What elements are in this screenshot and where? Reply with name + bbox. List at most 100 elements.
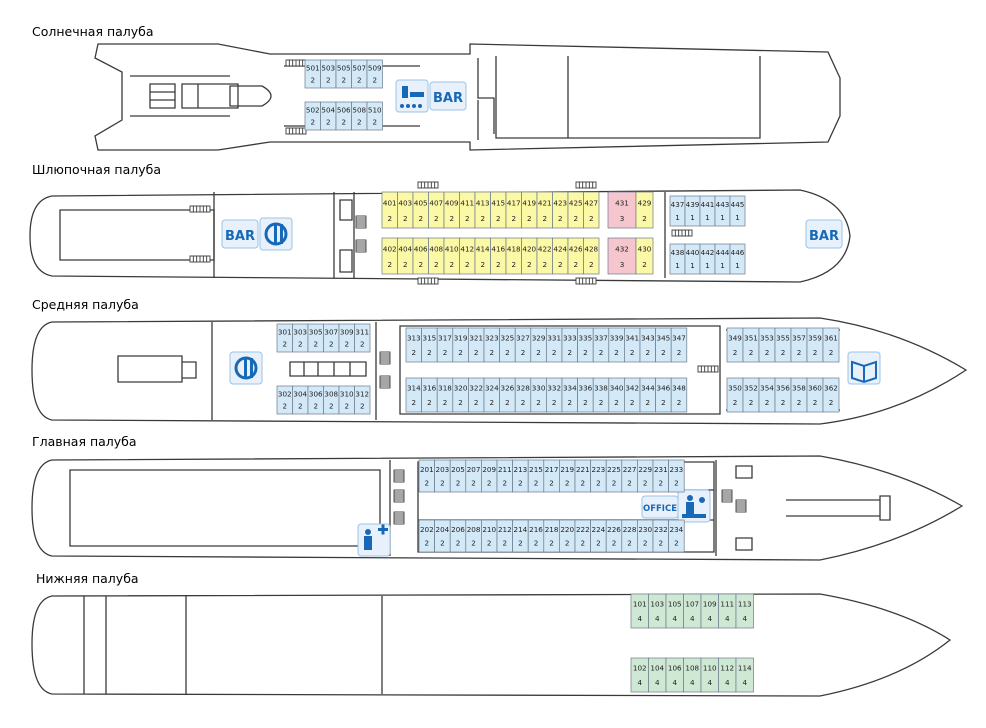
cabin-439[interactable]: 4391 bbox=[684, 195, 701, 227]
cabin-302[interactable]: 3022 bbox=[276, 385, 293, 415]
cabin-338[interactable]: 3382 bbox=[592, 377, 610, 413]
cabin-102[interactable]: 1024 bbox=[630, 657, 649, 693]
cabin-507[interactable]: 5072 bbox=[351, 59, 368, 89]
cabin-229[interactable]: 2292 bbox=[637, 459, 654, 493]
cabin-502[interactable]: 5022 bbox=[304, 101, 321, 131]
cabin-224[interactable]: 2242 bbox=[590, 519, 607, 553]
cabin-321[interactable]: 3212 bbox=[468, 327, 485, 363]
cabin-350[interactable]: 3502 bbox=[726, 377, 744, 413]
cabin-329[interactable]: 3292 bbox=[530, 327, 547, 363]
cabin-108[interactable]: 1084 bbox=[683, 657, 702, 693]
cabin-232[interactable]: 2322 bbox=[652, 519, 669, 553]
cabin-437[interactable]: 4371 bbox=[669, 195, 686, 227]
cabin-405[interactable]: 4052 bbox=[412, 191, 429, 229]
cabin-211[interactable]: 2112 bbox=[496, 459, 513, 493]
cabin-508[interactable]: 5082 bbox=[351, 101, 368, 131]
cabin-349[interactable]: 3492 bbox=[726, 327, 744, 363]
cabin-344[interactable]: 3442 bbox=[639, 377, 656, 413]
cabin-506[interactable]: 5062 bbox=[335, 101, 352, 131]
cabin-336[interactable]: 3362 bbox=[577, 377, 594, 413]
cabin-442[interactable]: 4421 bbox=[699, 243, 716, 275]
cabin-227[interactable]: 2272 bbox=[621, 459, 638, 493]
cabin-230[interactable]: 2302 bbox=[637, 519, 654, 553]
cabin-332[interactable]: 3322 bbox=[546, 377, 563, 413]
cabin-202[interactable]: 2022 bbox=[418, 519, 435, 553]
cabin-403[interactable]: 4032 bbox=[397, 191, 414, 229]
cabin-316[interactable]: 3162 bbox=[421, 377, 438, 413]
cabin-103[interactable]: 1034 bbox=[648, 593, 667, 629]
cabin-342[interactable]: 3422 bbox=[624, 377, 641, 413]
cabin-362[interactable]: 3622 bbox=[822, 377, 840, 413]
cabin-431[interactable]: 4313 bbox=[607, 191, 637, 229]
cabin-351[interactable]: 3512 bbox=[742, 327, 760, 363]
cabin-438[interactable]: 4381 bbox=[669, 243, 686, 275]
cabin-326[interactable]: 3262 bbox=[499, 377, 516, 413]
cabin-317[interactable]: 3172 bbox=[436, 327, 454, 363]
cabin-310[interactable]: 3102 bbox=[338, 385, 355, 415]
cabin-422[interactable]: 4222 bbox=[536, 237, 553, 275]
cabin-417[interactable]: 4172 bbox=[505, 191, 522, 229]
cabin-503[interactable]: 5032 bbox=[320, 59, 337, 89]
cabin-414[interactable]: 4142 bbox=[474, 237, 491, 275]
cabin-359[interactable]: 3592 bbox=[806, 327, 824, 363]
cabin-410[interactable]: 4102 bbox=[443, 237, 460, 275]
cabin-311[interactable]: 3112 bbox=[354, 323, 371, 353]
cabin-355[interactable]: 3552 bbox=[774, 327, 792, 363]
cabin-335[interactable]: 3352 bbox=[577, 327, 594, 363]
cabin-206[interactable]: 2062 bbox=[449, 519, 467, 553]
cabin-203[interactable]: 2032 bbox=[434, 459, 451, 493]
cabin-360[interactable]: 3602 bbox=[806, 377, 824, 413]
cabin-106[interactable]: 1064 bbox=[665, 657, 684, 693]
cabin-423[interactable]: 4232 bbox=[552, 191, 569, 229]
cabin-406[interactable]: 4062 bbox=[412, 237, 429, 275]
cabin-104[interactable]: 1044 bbox=[648, 657, 667, 693]
cabin-505[interactable]: 5052 bbox=[335, 59, 352, 89]
cabin-420[interactable]: 4202 bbox=[521, 237, 538, 275]
cabin-345[interactable]: 3452 bbox=[655, 327, 672, 363]
cabin-221[interactable]: 2212 bbox=[574, 459, 591, 493]
cabin-111[interactable]: 1114 bbox=[718, 593, 737, 629]
cabin-411[interactable]: 4112 bbox=[459, 191, 476, 229]
cabin-341[interactable]: 3412 bbox=[624, 327, 641, 363]
cabin-205[interactable]: 2052 bbox=[449, 459, 467, 493]
cabin-440[interactable]: 4401 bbox=[684, 243, 701, 275]
cabin-226[interactable]: 2262 bbox=[605, 519, 623, 553]
cabin-228[interactable]: 2282 bbox=[621, 519, 638, 553]
cabin-324[interactable]: 3242 bbox=[483, 377, 500, 413]
cabin-427[interactable]: 4272 bbox=[583, 191, 600, 229]
cabin-314[interactable]: 3142 bbox=[405, 377, 422, 413]
cabin-416[interactable]: 4162 bbox=[490, 237, 507, 275]
cabin-220[interactable]: 2202 bbox=[559, 519, 576, 553]
cabin-320[interactable]: 3202 bbox=[452, 377, 469, 413]
cabin-325[interactable]: 3252 bbox=[499, 327, 516, 363]
cabin-356[interactable]: 3562 bbox=[774, 377, 792, 413]
cabin-306[interactable]: 3062 bbox=[307, 385, 324, 415]
cabin-323[interactable]: 3232 bbox=[483, 327, 500, 363]
cabin-307[interactable]: 3072 bbox=[323, 323, 340, 353]
cabin-208[interactable]: 2082 bbox=[465, 519, 482, 553]
cabin-412[interactable]: 4122 bbox=[459, 237, 476, 275]
cabin-327[interactable]: 3272 bbox=[514, 327, 532, 363]
cabin-222[interactable]: 2222 bbox=[574, 519, 591, 553]
cabin-445[interactable]: 4451 bbox=[729, 195, 746, 227]
cabin-225[interactable]: 2252 bbox=[605, 459, 623, 493]
cabin-421[interactable]: 4212 bbox=[536, 191, 553, 229]
cabin-114[interactable]: 1144 bbox=[735, 657, 754, 693]
cabin-209[interactable]: 2092 bbox=[481, 459, 498, 493]
cabin-358[interactable]: 3582 bbox=[790, 377, 808, 413]
cabin-347[interactable]: 3472 bbox=[670, 327, 688, 363]
cabin-407[interactable]: 4072 bbox=[428, 191, 445, 229]
cabin-348[interactable]: 3482 bbox=[670, 377, 688, 413]
cabin-110[interactable]: 1104 bbox=[700, 657, 719, 693]
cabin-219[interactable]: 2192 bbox=[559, 459, 576, 493]
cabin-210[interactable]: 2102 bbox=[481, 519, 498, 553]
cabin-430[interactable]: 4302 bbox=[635, 237, 654, 275]
cabin-509[interactable]: 5092 bbox=[366, 59, 383, 89]
cabin-429[interactable]: 4292 bbox=[635, 191, 654, 229]
cabin-215[interactable]: 2152 bbox=[527, 459, 545, 493]
cabin-319[interactable]: 3192 bbox=[452, 327, 469, 363]
cabin-217[interactable]: 2172 bbox=[543, 459, 560, 493]
cabin-218[interactable]: 2182 bbox=[543, 519, 560, 553]
cabin-409[interactable]: 4092 bbox=[443, 191, 460, 229]
cabin-304[interactable]: 3042 bbox=[292, 385, 309, 415]
